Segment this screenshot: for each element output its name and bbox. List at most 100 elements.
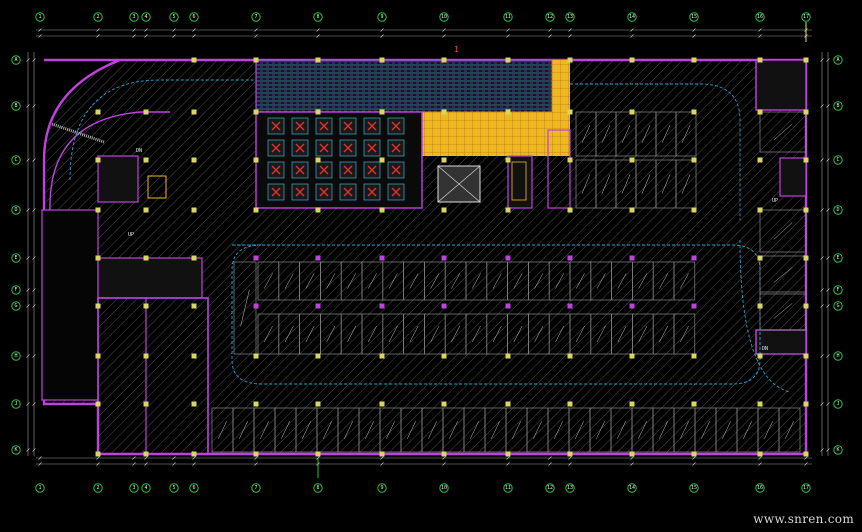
column <box>567 207 573 213</box>
grid-bubble: 4 <box>141 12 151 22</box>
column <box>315 255 321 261</box>
grid-bubble: 12 <box>545 12 555 22</box>
column <box>143 401 149 407</box>
column <box>143 207 149 213</box>
column <box>95 353 101 359</box>
grid-bubble-label: K <box>836 447 839 453</box>
grid-bubble: 14 <box>627 12 637 22</box>
grid-bubble: D <box>11 205 21 215</box>
column <box>691 109 697 115</box>
grid-bubble: C <box>11 155 21 165</box>
grid-bubble: 6 <box>189 483 199 493</box>
dimension-ticks <box>26 28 830 466</box>
grid-bubble: K <box>11 445 21 455</box>
room-label-1: DN <box>136 148 142 154</box>
column <box>441 109 447 115</box>
column <box>253 303 259 309</box>
yellow-hall <box>422 112 570 156</box>
parking-bay <box>759 255 807 295</box>
column <box>567 401 573 407</box>
column <box>757 207 763 213</box>
floor-slab <box>44 60 806 454</box>
column <box>803 207 809 213</box>
parking-bay <box>675 159 697 209</box>
grid-bubble-label: K <box>14 447 17 453</box>
column <box>757 353 763 359</box>
right-room-bottom <box>755 329 807 355</box>
parking-bay <box>673 261 696 301</box>
grid-bubble: K <box>833 445 843 455</box>
grid-bubble-label: 14 <box>629 14 635 20</box>
section-marker: 1 <box>454 45 459 54</box>
grid-bubble: 16 <box>755 483 765 493</box>
column <box>143 451 149 457</box>
column <box>143 353 149 359</box>
column <box>253 353 259 359</box>
column <box>505 157 511 163</box>
grid-bubble-label: B <box>14 103 17 109</box>
column <box>757 303 763 309</box>
column <box>629 57 635 63</box>
column <box>691 451 697 457</box>
column <box>441 57 447 63</box>
grid-bubble-label: C <box>14 157 17 163</box>
column <box>629 255 635 261</box>
column <box>567 157 573 163</box>
grid-bubble: A <box>833 55 843 65</box>
grid-bubble: 10 <box>439 12 449 22</box>
equipment-room-cyan <box>255 59 553 113</box>
grid-bubble-label: 1 <box>38 14 41 20</box>
column <box>191 109 197 115</box>
grid-bubble-label: E <box>836 255 839 261</box>
column <box>253 451 259 457</box>
dimension-lines <box>27 29 829 465</box>
parking-bays <box>211 111 807 453</box>
column <box>191 57 197 63</box>
column <box>757 109 763 115</box>
column <box>191 207 197 213</box>
grid-bubble-label: 14 <box>629 485 635 491</box>
column <box>691 401 697 407</box>
grid-bubble-label: 2 <box>96 485 99 491</box>
grid-bubble: 15 <box>689 483 699 493</box>
column <box>253 255 259 261</box>
column <box>95 303 101 309</box>
grid-bubble-label: 3 <box>132 485 135 491</box>
grid-bubble: 11 <box>503 12 513 22</box>
grid-bubble-label: J <box>836 401 839 407</box>
column <box>379 57 385 63</box>
column <box>315 207 321 213</box>
grid-bubble: 13 <box>565 12 575 22</box>
grid-bubble-label: 16 <box>757 14 763 20</box>
column <box>441 353 447 359</box>
grid-bubble-label: 12 <box>547 485 553 491</box>
column <box>629 207 635 213</box>
grid-bubble-label: 6 <box>192 485 195 491</box>
column <box>191 451 197 457</box>
column <box>143 255 149 261</box>
grid-bubble-label: H <box>14 353 17 359</box>
stair-core <box>97 257 203 299</box>
grid-bubble-label: 8 <box>316 485 319 491</box>
structural-columns <box>95 57 809 457</box>
grid-bubble-label: A <box>836 57 839 63</box>
grid-bubble-label: 12 <box>547 14 553 20</box>
column <box>441 401 447 407</box>
drive-lane-outer <box>69 79 791 393</box>
column <box>143 303 149 309</box>
grid-bubble-label: 5 <box>172 14 175 20</box>
grid-bubble-label: E <box>14 255 17 261</box>
column <box>95 255 101 261</box>
column <box>567 451 573 457</box>
column <box>441 451 447 457</box>
column <box>505 303 511 309</box>
column <box>191 303 197 309</box>
grid-bubble: H <box>11 351 21 361</box>
watermark: www.snren.com <box>753 512 854 526</box>
column <box>253 109 259 115</box>
grid-bubble: 9 <box>377 483 387 493</box>
column <box>143 157 149 163</box>
column <box>803 401 809 407</box>
